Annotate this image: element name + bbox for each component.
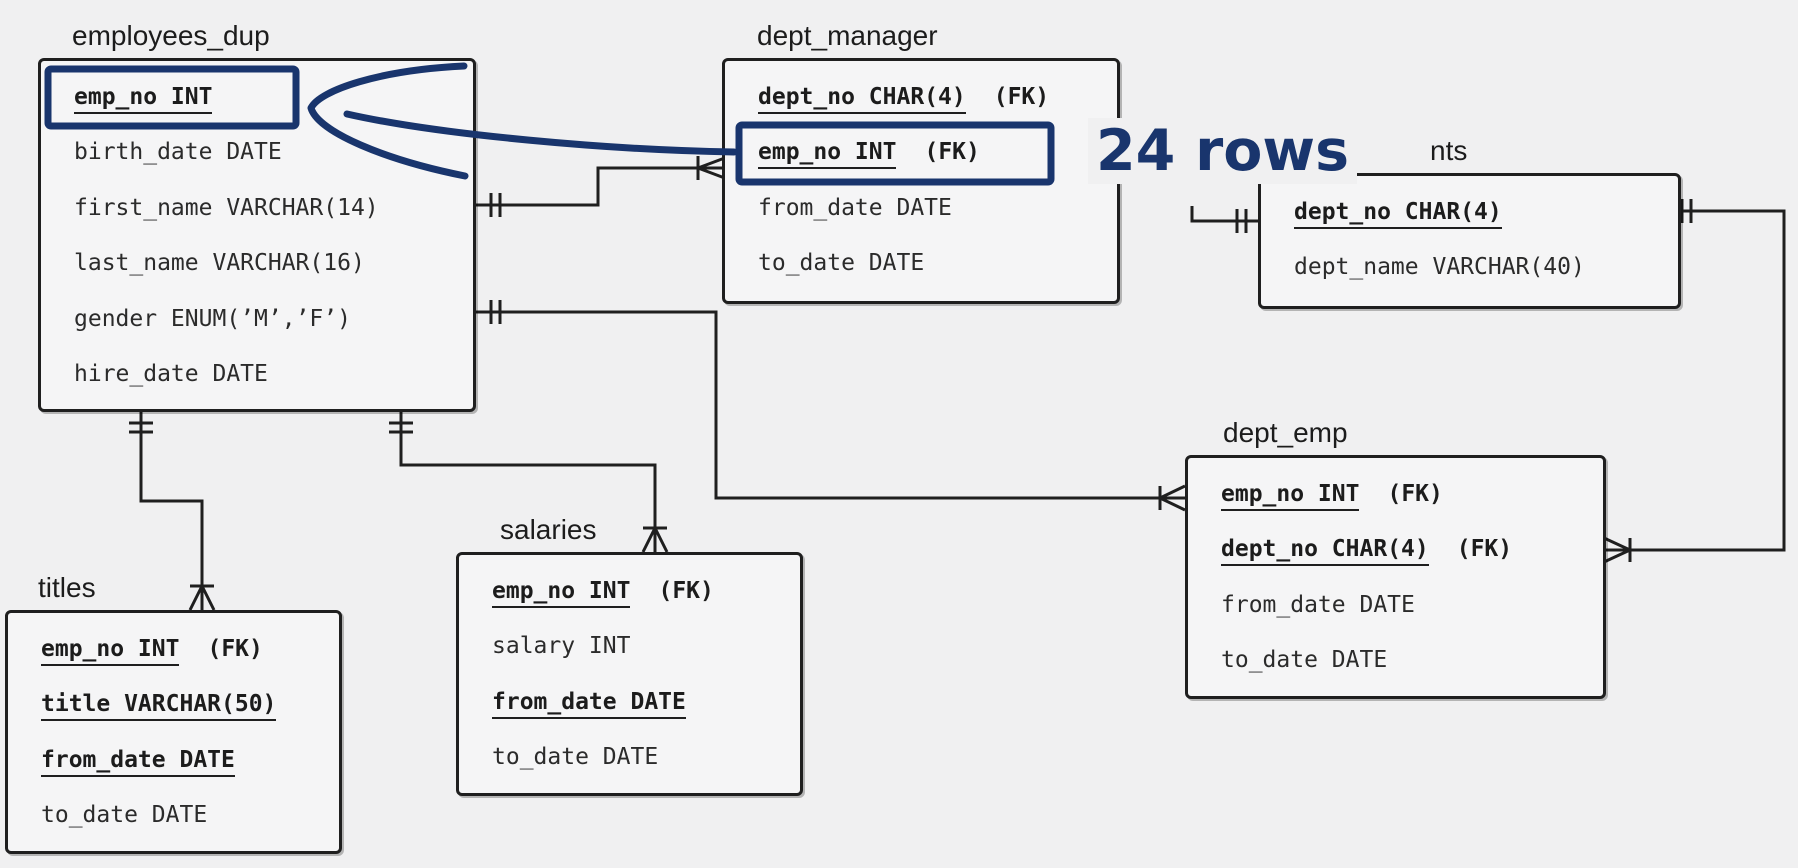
table-row: title VARCHAR(50) bbox=[41, 690, 277, 721]
table-row: to_date DATE bbox=[1221, 647, 1388, 673]
table-title-titles: titles bbox=[38, 572, 96, 603]
table-row: dept_name VARCHAR(40) bbox=[1294, 254, 1585, 280]
table-row: first_name VARCHAR(14) bbox=[74, 195, 379, 221]
table-row: from_date DATE bbox=[1221, 592, 1415, 618]
row-count-annotation: 24 rows bbox=[1088, 118, 1358, 184]
table-row: dept_no CHAR(4)(FK) bbox=[1221, 535, 1512, 566]
table-row: hire_date DATE bbox=[74, 361, 268, 387]
table-row: from_date DATE bbox=[41, 746, 235, 777]
table-departments: dept_no CHAR(4) dept_name VARCHAR(40) bbox=[1258, 173, 1681, 309]
table-dept-manager: dept_no CHAR(4)(FK) emp_no INT(FK) from_… bbox=[722, 58, 1120, 304]
table-row: from_date DATE bbox=[758, 195, 952, 221]
table-row: dept_no CHAR(4) bbox=[1294, 198, 1502, 229]
rel-emp-deptmanager bbox=[476, 166, 730, 207]
table-row: emp_no INT bbox=[74, 83, 213, 114]
table-row: dept_no CHAR(4)(FK) bbox=[758, 83, 1049, 114]
table-title-salaries: salaries bbox=[500, 514, 597, 545]
table-dept-emp: emp_no INT(FK) dept_no CHAR(4)(FK) from_… bbox=[1185, 455, 1606, 699]
table-row: to_date DATE bbox=[41, 802, 208, 828]
table-row: gender ENUM(’M’,’F’) bbox=[74, 306, 351, 332]
rel-dept-deptmanager bbox=[1190, 206, 1258, 223]
rel-emp-titles bbox=[139, 412, 204, 610]
table-employees-dup: emp_no INT birth_date DATE first_name VA… bbox=[38, 58, 476, 412]
rel-emp-deptemp bbox=[476, 310, 1185, 500]
table-title-dept-manager: dept_manager bbox=[757, 20, 938, 51]
rel-dept-deptemp bbox=[1604, 209, 1786, 552]
table-title-departments: nts bbox=[1430, 135, 1468, 166]
table-row: emp_no INT(FK) bbox=[41, 635, 263, 666]
table-titles: emp_no INT(FK) title VARCHAR(50) from_da… bbox=[5, 610, 342, 854]
table-salaries: emp_no INT(FK) salary INT from_date DATE… bbox=[456, 552, 803, 796]
table-title-dept-emp: dept_emp bbox=[1223, 417, 1348, 448]
rel-emp-salaries bbox=[399, 412, 657, 552]
table-title-employees-dup: employees_dup bbox=[72, 20, 270, 51]
table-row: emp_no INT(FK) bbox=[492, 577, 714, 608]
table-row: emp_no INT(FK) bbox=[758, 138, 980, 169]
table-row: to_date DATE bbox=[492, 744, 659, 770]
table-row: last_name VARCHAR(16) bbox=[74, 250, 365, 276]
table-row: emp_no INT(FK) bbox=[1221, 480, 1443, 511]
table-row: birth_date DATE bbox=[74, 139, 282, 165]
table-row: from_date DATE bbox=[492, 688, 686, 719]
table-row: to_date DATE bbox=[758, 250, 925, 276]
table-row: salary INT bbox=[492, 633, 631, 659]
